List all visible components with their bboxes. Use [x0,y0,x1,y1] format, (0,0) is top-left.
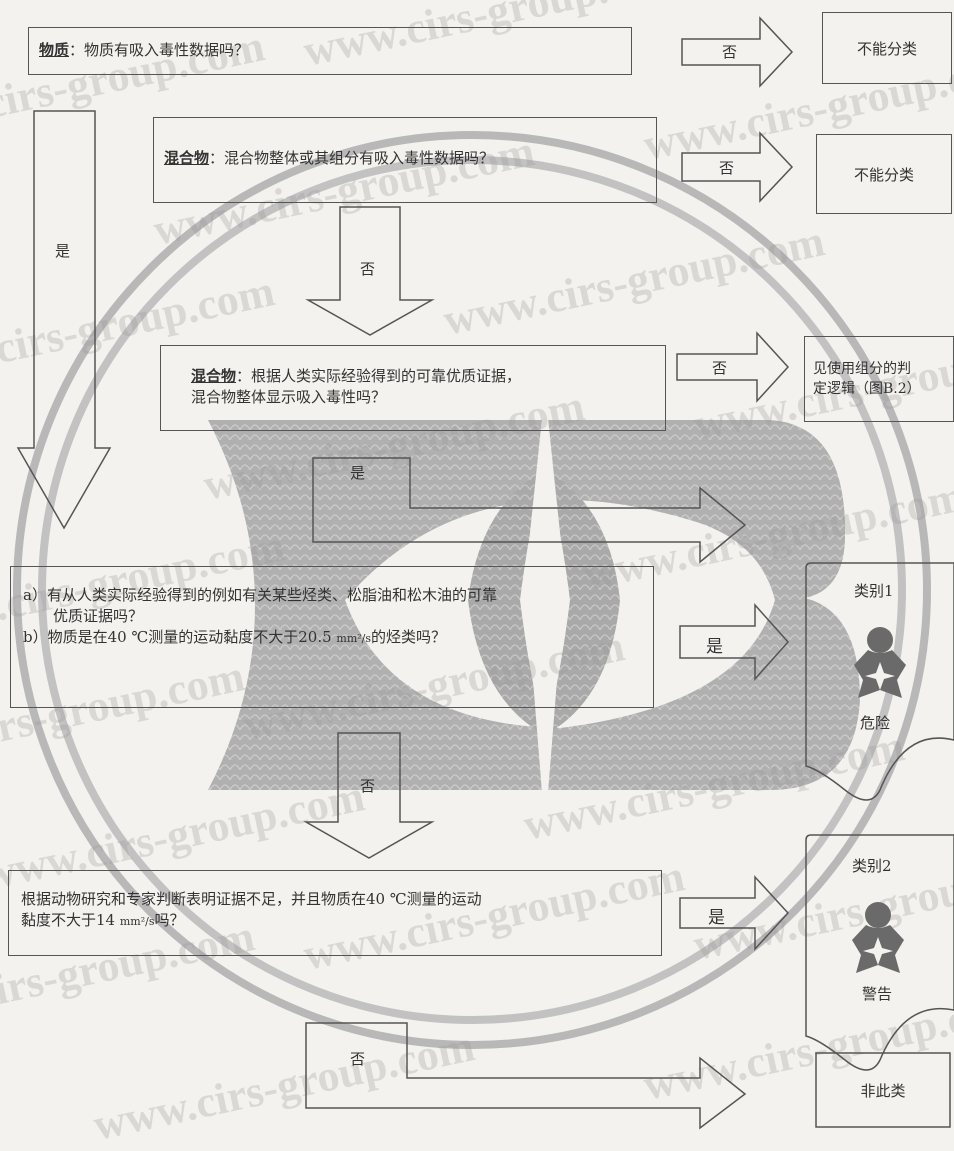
question-text-line2: 黏度不大于14 [21,911,120,929]
category-2-title: 类别2 [852,857,892,875]
question-lead: 物质 [39,41,70,59]
arrow-q4-down [303,732,435,859]
outcome-text-line1: 见使用组分的判 [813,361,911,377]
question-item-a-cont: 优质证据吗？ [53,607,144,625]
arrow-label-no: 否 [719,159,735,177]
arrow-label-yes: 是 [55,242,71,260]
question-text-end: 吗？ [154,911,185,929]
arrow-label-yes: 是 [708,908,725,928]
arrow-q3-no [676,331,790,403]
arrow-label-yes: 是 [706,637,723,657]
question-text: ：根据人类实际经验得到的可靠优质证据， [236,367,522,385]
outcome-not-classified: 非此类 [860,1081,906,1100]
question-text: ：混合物整体或其组分有吸入毒性数据吗？ [209,149,495,167]
question-box-mixture-evidence: 混合物：根据人类实际经验得到的可靠优质证据， 混合物整体显示吸入毒性吗？ [160,345,666,431]
arrow-label-no: 否 [360,777,376,795]
arrow-q1-yes [16,110,112,530]
arrow-q5-yes [679,875,790,951]
category-2-signal-word: 警告 [862,985,893,1003]
question-box-human-evidence: a）有从人类实际经验得到的例如有关某些烃类、松脂油和松木油的可靠 优质证据吗？ … [10,566,654,708]
arrow-q1-no [681,16,794,88]
viscosity-unit: mm²/s [119,915,155,928]
question-item-a: a）有从人类实际经验得到的例如有关某些烃类、松脂油和松木油的可靠 [23,586,497,604]
question-text: ：物质有吸入毒性数据吗？ [69,41,250,59]
arrow-label-no: 否 [712,359,728,377]
arrow-q4-yes [679,603,790,681]
question-box-substance: 物质：物质有吸入毒性数据吗？ [28,27,632,75]
arrow-q5-no [305,1022,747,1130]
category-1-title: 类别1 [854,582,894,600]
question-item-b-end: 的烃类吗？ [371,628,447,646]
question-box-animal-studies: 根据动物研究和专家判断表明证据不足，并且物质在40 ℃测量的运动 黏度不大于14… [8,870,662,956]
arrow-label-no: 否 [350,1050,366,1068]
arrow-label-no: 否 [722,43,738,61]
question-text: 根据动物研究和专家判断表明证据不足，并且物质在40 ℃测量的运动 [21,890,482,908]
question-box-mixture-data: 混合物：混合物整体或其组分有吸入毒性数据吗？ [153,117,657,203]
arrow-label-yes: 是 [350,464,366,482]
outcome-text-line2: 定逻辑（图B.2） [813,381,921,397]
question-text-line2: 混合物整体显示吸入毒性吗？ [191,388,387,406]
outcome-cannot-classify: 不能分类 [822,12,952,84]
arrow-q3-yes [312,457,747,564]
outcome-cannot-classify: 不能分类 [816,134,952,214]
category-1-signal-word: 危险 [860,714,891,732]
question-lead: 混合物 [164,149,210,167]
arrow-q2-down [305,206,435,336]
arrow-label-no: 否 [360,260,376,278]
arrow-q2-no [681,131,794,203]
question-item-b: b）物质是在40 ℃测量的运动黏度不大于20.5 [23,628,337,646]
question-lead: 混合物 [191,367,237,385]
viscosity-unit: mm²/s [336,632,372,645]
